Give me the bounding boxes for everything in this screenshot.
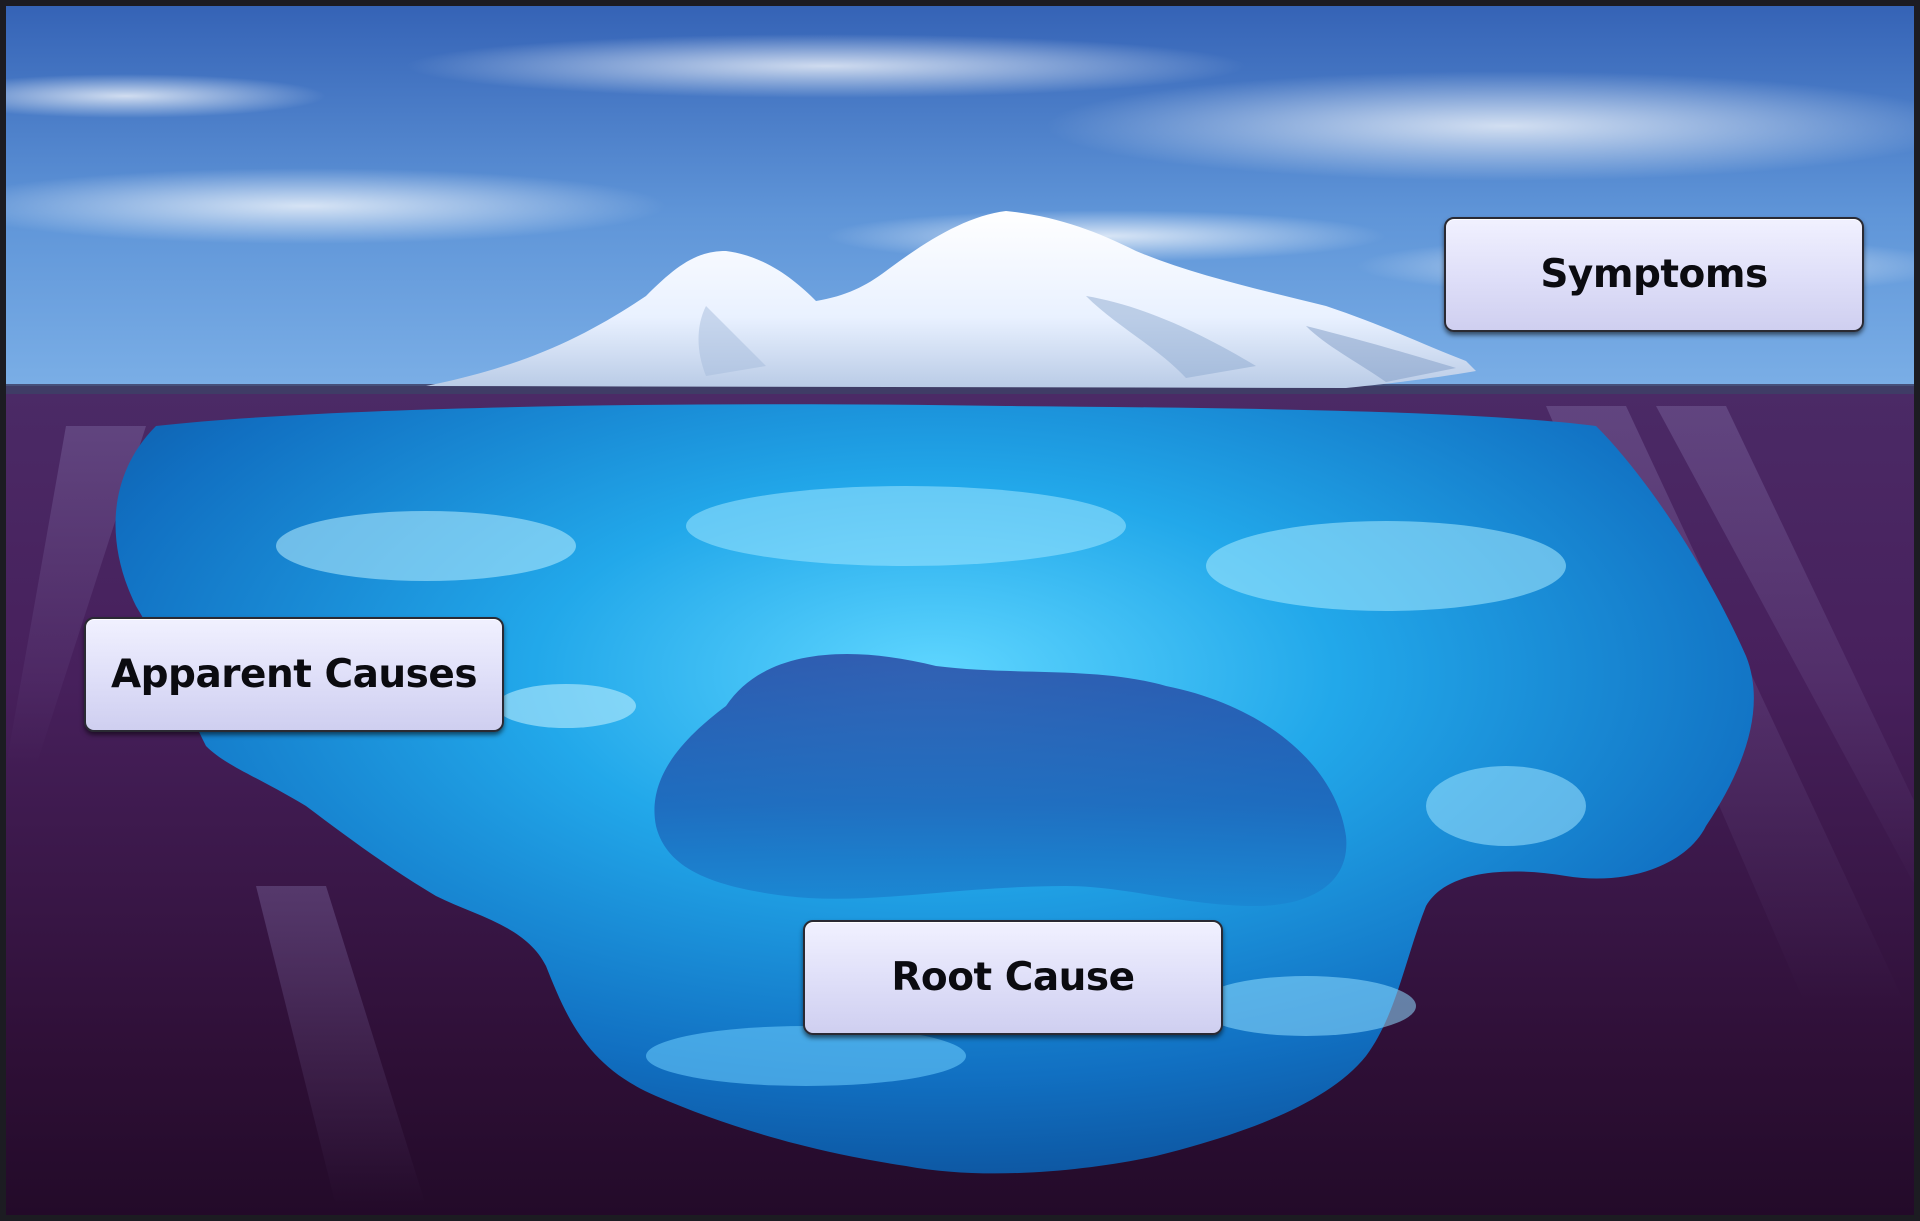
apparent-causes-label: Apparent Causes bbox=[84, 617, 504, 732]
root-cause-label: Root Cause bbox=[803, 920, 1223, 1035]
iceberg-illustration bbox=[6, 6, 1920, 1221]
symptoms-label: Symptoms bbox=[1444, 217, 1864, 332]
